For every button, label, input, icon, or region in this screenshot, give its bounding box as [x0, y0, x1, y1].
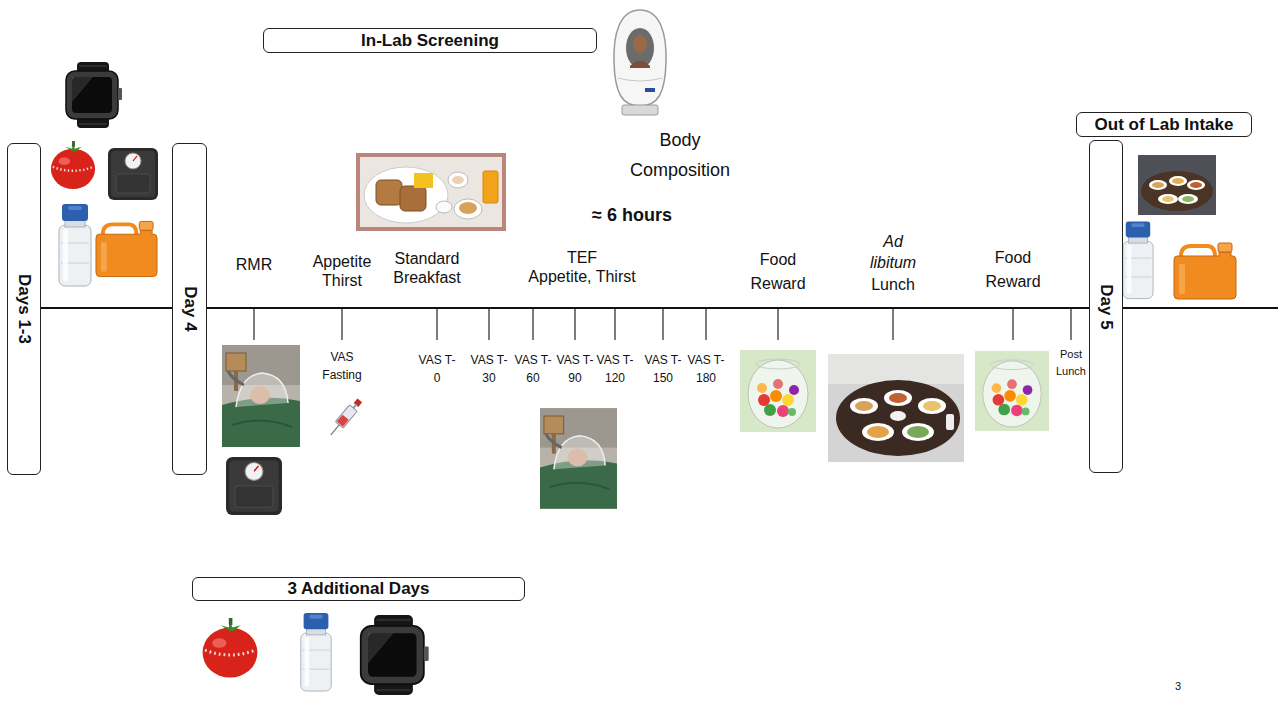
- box-label: Day 4: [180, 286, 199, 331]
- stage-box: In-Lab Screening: [263, 28, 597, 53]
- timeline-tick: [436, 309, 437, 340]
- time-point-label: VAS T-180: [687, 351, 725, 387]
- timeline: [36, 307, 177, 309]
- timeline-tick: [1012, 309, 1013, 340]
- timeline-tick: [705, 309, 706, 340]
- timeline-tick: [662, 309, 663, 340]
- step-label: Ad libitum: [861, 231, 925, 273]
- breakfast-photo: [356, 153, 506, 231]
- step-label: Appetite, Thirst: [528, 267, 635, 286]
- timeline: [202, 307, 1094, 309]
- timeline-tick: [574, 309, 575, 340]
- time-point-label: VAS Fasting: [315, 348, 370, 384]
- timeline-tick: [254, 309, 1071, 340]
- step-label: Food Reward: [743, 248, 813, 296]
- metabolic-cart-photo: [540, 408, 617, 509]
- scale-icon: [108, 148, 158, 200]
- time-point-label: VAS T-150: [644, 351, 682, 387]
- water-bottle-icon: [1123, 221, 1153, 298]
- box-label: In-Lab Screening: [361, 31, 499, 50]
- watch-icon: [361, 615, 429, 695]
- day-box: Days 1-3: [7, 143, 42, 475]
- timeline-tick: [488, 309, 489, 340]
- step-label: RMR: [236, 255, 272, 274]
- box-label: Days 1-3: [15, 274, 34, 344]
- timeline-tick: [253, 309, 254, 340]
- box-label: Day 5: [1097, 284, 1116, 329]
- urine-jug-icon: [96, 221, 157, 276]
- step-label: Lunch: [871, 275, 915, 294]
- timeline-tick: [1070, 309, 1071, 340]
- time-point-label: VAS T-30: [470, 351, 508, 387]
- water-bottle-icon: [59, 204, 91, 286]
- step-label: Body Composition: [613, 125, 748, 185]
- water-bottle-icon: [301, 613, 331, 691]
- bodpod-icon: [614, 10, 666, 115]
- timeline-tick: [614, 309, 615, 340]
- syringe-icon: [327, 397, 364, 438]
- timeline-tick: [777, 309, 778, 340]
- step-label: Standard Breakfast: [387, 249, 467, 287]
- timeline-tick: [532, 309, 533, 340]
- time-point-label: Post Lunch: [1052, 346, 1090, 380]
- food-reward-photo: [975, 351, 1049, 431]
- day-box: Day 5: [1089, 140, 1124, 473]
- step-label: ≈ 6 hours: [592, 205, 672, 227]
- timeline-tick: [341, 309, 342, 340]
- time-point-label: VAS T-60: [514, 351, 552, 387]
- timeline: [1118, 307, 1278, 309]
- tomato-timer-icon: [203, 618, 258, 678]
- box-label: 3 Additional Days: [287, 580, 429, 599]
- metabolic-cart-photo: [222, 345, 300, 447]
- food-reward-photo: [740, 350, 816, 432]
- step-label: Appetite Thirst: [306, 252, 378, 290]
- watch-icon: [66, 62, 122, 128]
- stage-box: 3 Additional Days: [192, 577, 525, 602]
- tomato-timer-icon: [51, 141, 95, 189]
- stage-box: Out of Lab Intake: [1076, 112, 1252, 137]
- timeline-tick: [892, 309, 893, 340]
- time-point-label: VAS T-0: [418, 351, 456, 387]
- page-number: 3: [1175, 680, 1181, 693]
- day-box: Day 4: [172, 143, 207, 475]
- scale-icon: [226, 457, 282, 515]
- lunch-table-photo: [828, 354, 964, 462]
- time-point-label: VAS T-90: [556, 351, 594, 387]
- step-label: TEF: [567, 248, 597, 267]
- urine-jug-icon: [1174, 243, 1236, 299]
- box-label: Out of Lab Intake: [1095, 115, 1234, 134]
- step-label: Food Reward: [978, 246, 1048, 294]
- time-point-label: VAS T-120: [596, 351, 634, 387]
- home-meal-photo: [1138, 155, 1216, 215]
